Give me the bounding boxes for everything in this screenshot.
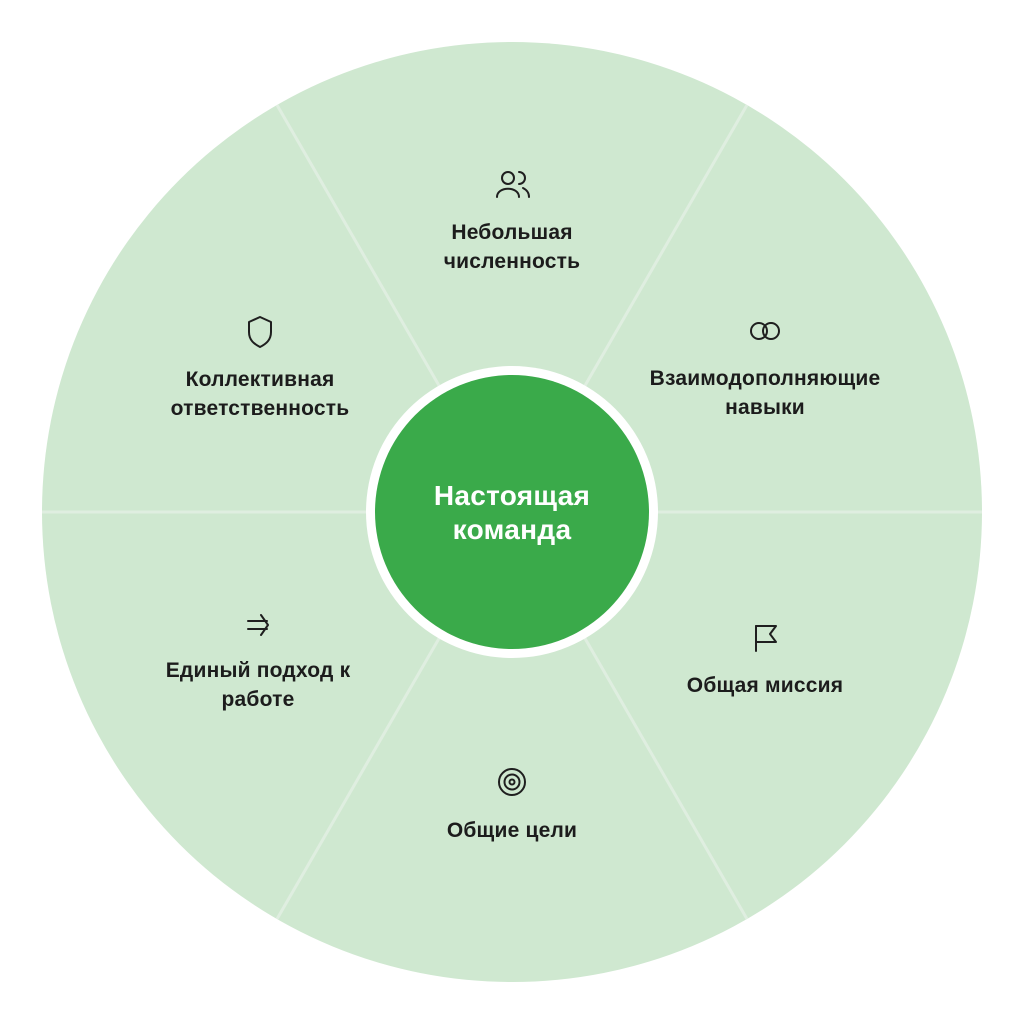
segment-label-line1: Общие цели (447, 819, 577, 842)
segment-complementary-skills: Взаимодополняющие навыки (650, 322, 881, 419)
center-label-line1: Настоящая (434, 480, 590, 511)
target-icon (498, 768, 526, 796)
segment-label-line2: навыки (725, 396, 805, 419)
segment-label-line1: Взаимодополняющие (650, 367, 881, 390)
center-circle (375, 375, 649, 649)
segment-label-line2: численность (444, 250, 581, 273)
segment-label-line1: Общая миссия (687, 674, 843, 697)
segment-label-line2: ответственность (171, 397, 350, 420)
segment-label-line1: Небольшая (451, 221, 572, 244)
segment-label-line2: работе (222, 688, 295, 711)
segment-dividers (42, 104, 982, 920)
shield-icon (248, 316, 272, 348)
segment-label-line1: Единый подход к (166, 659, 351, 682)
segment-collective-responsibility: Коллективная ответственность (171, 316, 350, 420)
double-arrow-icon (247, 614, 269, 636)
segment-unified-approach: Единый подход к работе (166, 614, 351, 711)
center-node: Настоящая команда (366, 366, 658, 658)
segment-common-goals: Общие цели (447, 768, 577, 842)
people-icon (496, 171, 530, 198)
flag-icon (755, 625, 777, 652)
center-label-line2: команда (453, 514, 572, 545)
segment-common-mission: Общая миссия (687, 625, 843, 697)
segment-label-line1: Коллективная (186, 368, 335, 391)
segment-small-size: Небольшая численность (444, 171, 581, 273)
overlapping-circles-icon (750, 322, 780, 340)
